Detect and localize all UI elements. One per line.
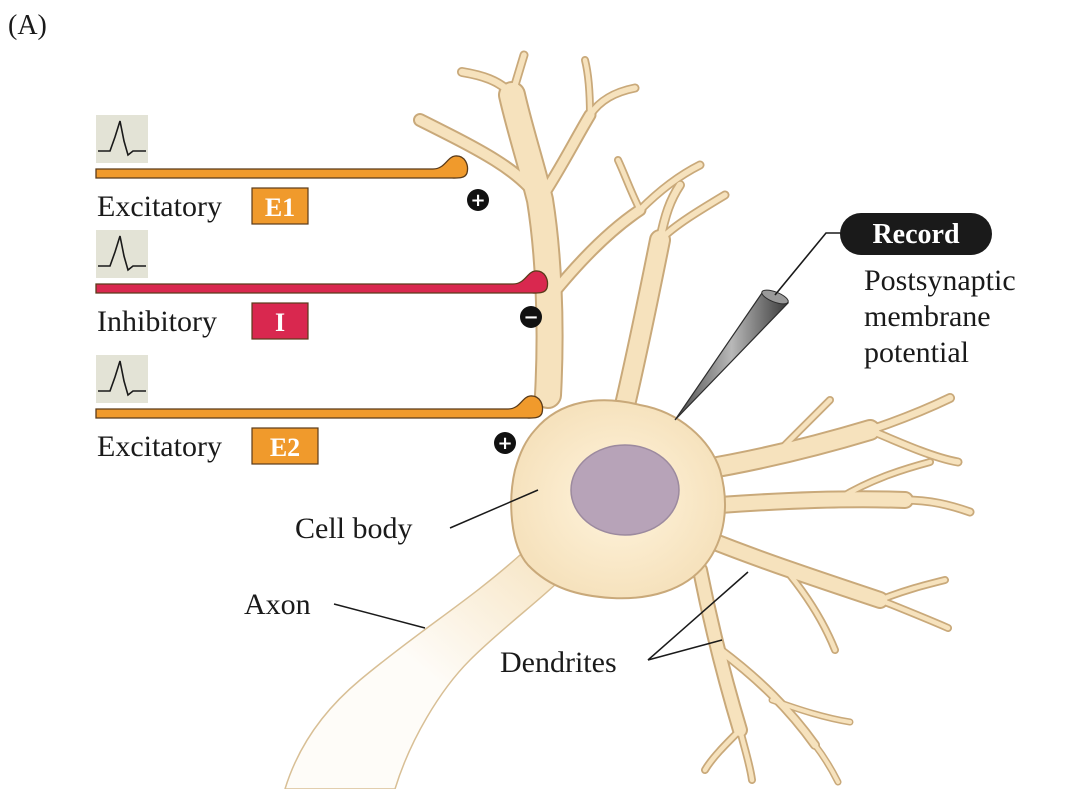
- neuron: [284, 50, 975, 789]
- dendrites-leader-1: [647, 571, 749, 661]
- action-potential-trace: [98, 360, 146, 397]
- plus-icon: [494, 432, 516, 454]
- electrode-shaft: [674, 292, 790, 421]
- input-row-1: Excitatory E1 +: [95, 115, 489, 225]
- trace-box: [96, 230, 148, 278]
- panel-label: (A): [8, 10, 47, 41]
- recording-electrode: [674, 232, 848, 421]
- trace-box: [96, 355, 148, 403]
- record-pill: [840, 213, 992, 255]
- input-row-3: Excitatory E2 +: [95, 355, 544, 465]
- dendrites-label: Dendrites: [500, 646, 617, 679]
- cell-body-label: Cell body: [295, 512, 413, 545]
- record-caption-line-3: potential: [864, 336, 969, 369]
- input-tag-label: I: [275, 308, 285, 337]
- input-tag-label: E1: [265, 193, 295, 222]
- sign-glyph: +: [470, 190, 485, 211]
- sign-glyph: +: [497, 433, 512, 454]
- record-caption-line-1: Postsynaptic: [864, 264, 1016, 297]
- presynaptic-terminal: [95, 155, 469, 179]
- plus-icon: [467, 189, 489, 211]
- input-type-label: Excitatory: [97, 430, 222, 463]
- nucleus: [570, 444, 680, 536]
- record-button[interactable]: Record: [840, 213, 992, 255]
- input-tag-box: [251, 302, 309, 340]
- presynaptic-terminal: [95, 395, 544, 419]
- minus-icon: [520, 306, 542, 328]
- record-label: Record: [872, 219, 960, 250]
- dendrite-tree: [413, 50, 975, 786]
- input-tag-box: [251, 427, 319, 465]
- input-row-2: Inhibitory I −: [95, 230, 549, 340]
- input-type-label: Inhibitory: [97, 305, 217, 338]
- input-tag-box: [251, 187, 309, 225]
- action-potential-trace: [98, 120, 146, 157]
- presynaptic-terminal: [95, 270, 549, 294]
- cell-body-leader: [449, 489, 539, 529]
- input-type-label: Excitatory: [97, 190, 222, 223]
- input-tag-label: E2: [270, 433, 300, 462]
- axon-leader: [333, 603, 426, 629]
- record-caption-line-2: membrane: [864, 300, 991, 333]
- action-potential-trace: [98, 235, 146, 272]
- electrode-wire: [774, 232, 848, 296]
- dendrites-leader-2: [647, 639, 723, 661]
- trace-box: [96, 115, 148, 163]
- sign-glyph: −: [523, 307, 538, 328]
- axon-label: Axon: [244, 588, 311, 621]
